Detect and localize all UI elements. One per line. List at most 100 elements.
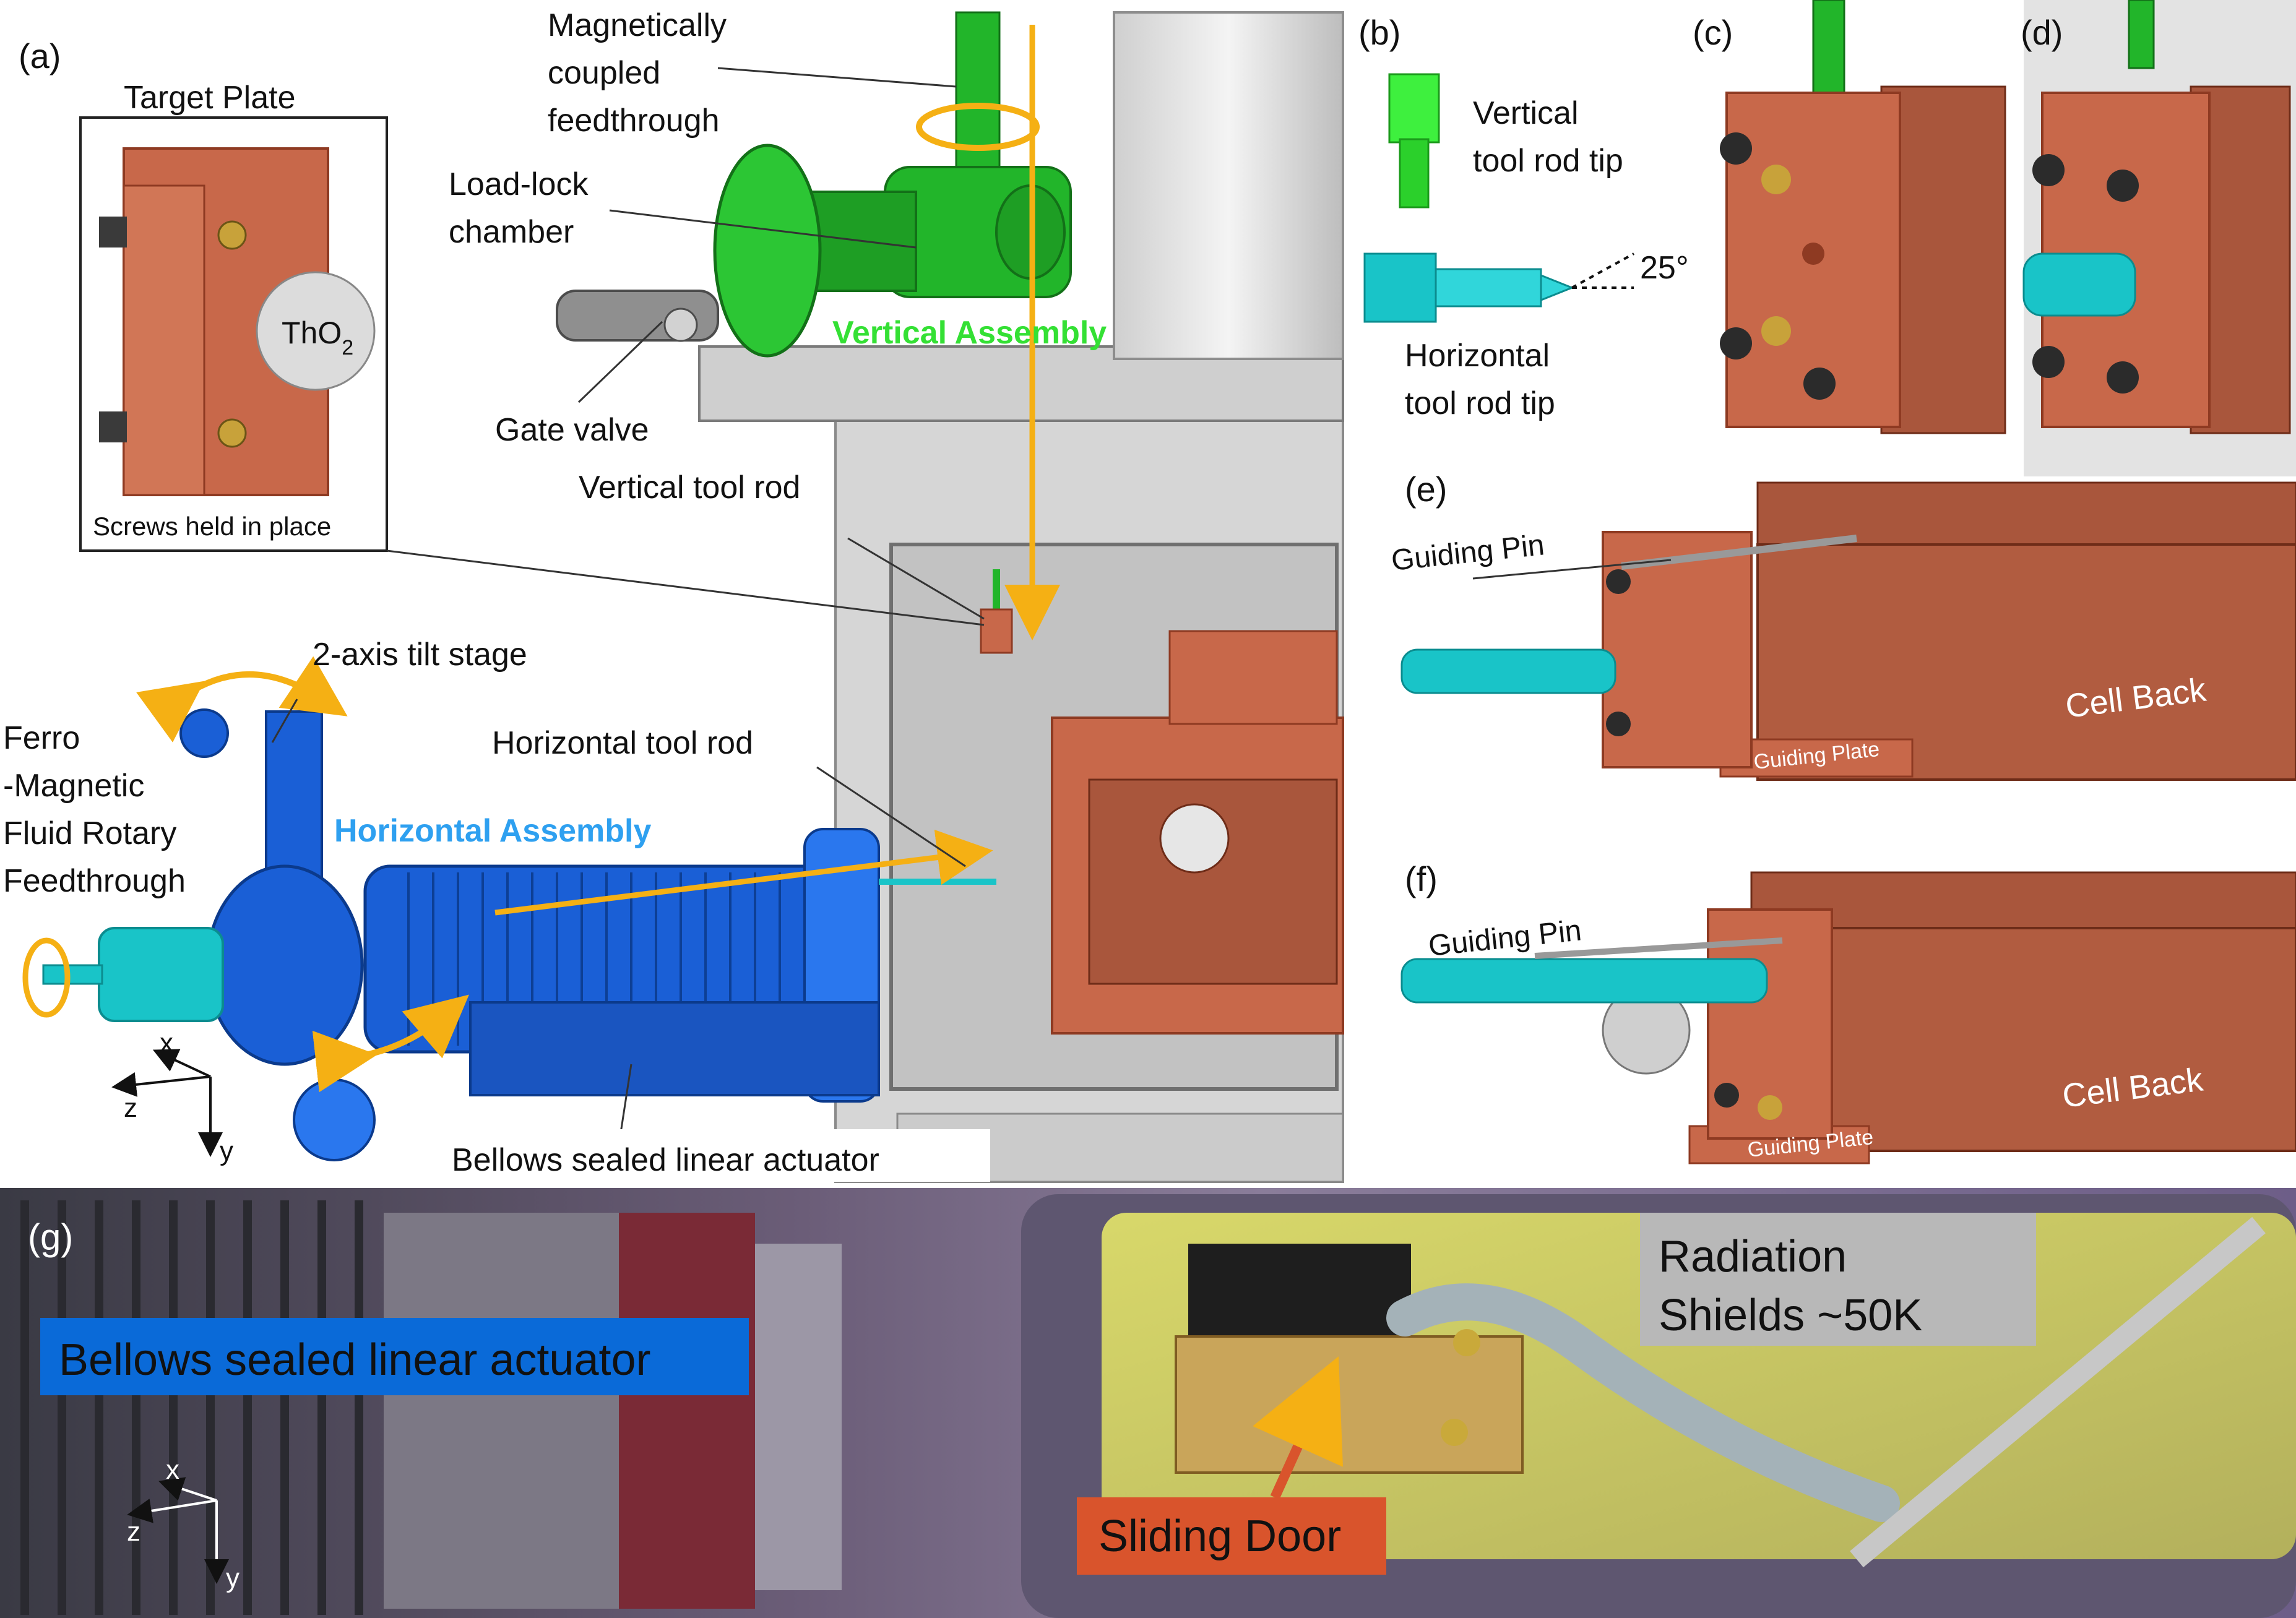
panel-label-f: (f) [1405, 859, 1438, 898]
label-radiation-1: Radiation [1659, 1232, 1847, 1281]
bolt-c-2 [1761, 165, 1791, 194]
lower-knob [293, 1078, 376, 1161]
bolt-c-3 [1720, 327, 1752, 359]
label-magnetic-3: feedthrough [548, 103, 720, 139]
label-vertical-assembly: Vertical Assembly [832, 315, 1107, 351]
bolt-f-1 [1714, 1083, 1739, 1108]
bolt-e-1 [1606, 569, 1631, 594]
bolt-d-2 [2107, 170, 2139, 202]
bolt-f-2 [1758, 1095, 1782, 1120]
panel-b: (b) Vertical tool rod tip 25° Horizontal… [1358, 13, 1689, 421]
label-bellows-a: Bellows sealed linear actuator [452, 1142, 879, 1178]
photo-red-flange [619, 1213, 755, 1609]
photo-sliding-door-label-bg [1077, 1497, 1386, 1575]
guiding-pin-f [1534, 937, 1783, 959]
panel-e: (e) Guiding Pin Cell Back Guiding Plate [1390, 470, 2296, 781]
plate-c-back [1880, 85, 2006, 434]
vertical-tip-head [1388, 73, 1440, 144]
bolt-top-left [99, 217, 127, 247]
label-sliding-door: Sliding Door [1098, 1512, 1341, 1561]
sliding-door-arrow [1253, 1356, 1343, 1500]
panel-g-photo: Bellows sealed linear actuator Radiation… [0, 1188, 2296, 1618]
bolt-d-4 [2107, 361, 2139, 394]
bolt-c-4 [1761, 316, 1791, 346]
panel-label-c: (c) [1693, 13, 1733, 52]
bolt-c-5 [1803, 368, 1836, 400]
leader-lines-a [271, 67, 985, 1145]
label-tilt-stage: 2-axis tilt stage [313, 637, 527, 673]
label-ferro-3: Fluid Rotary [3, 815, 176, 851]
angle-line-1 [1571, 252, 1634, 289]
tool-rod-green-d [2128, 0, 2155, 69]
label-ferro-4: Feedthrough [3, 863, 186, 899]
tilt-arrow-top [136, 656, 348, 742]
photo-bellows-ridges [20, 1200, 363, 1615]
label-ferro-2: -Magnetic [3, 768, 144, 804]
label-vertical-tool-rod: Vertical tool rod [579, 470, 800, 506]
axis-x-g: x [166, 1455, 179, 1485]
photo-diagonal-rod [1850, 1216, 2266, 1568]
panel-label-a: (a) [19, 37, 61, 75]
bolt-bottom-left [99, 411, 127, 442]
screw-bottom-icon [217, 418, 247, 448]
panel-label-e: (e) [1405, 470, 1447, 509]
label-radiation-2: Shields ~50K [1659, 1291, 1922, 1340]
tool-rod-f [1400, 958, 1768, 1004]
photo-copper-door [1175, 1335, 1524, 1474]
bolt-d-3 [2032, 346, 2065, 378]
axis-y-g: y [226, 1563, 240, 1593]
panel-c: (c) [1693, 0, 2006, 434]
axis-z-g: z [127, 1517, 140, 1547]
horizontal-tip-body [1363, 252, 1437, 323]
panel-label-b: (b) [1358, 13, 1400, 52]
tilt-arrow-side [312, 994, 469, 1093]
rotation-arrow-feedthrough [22, 937, 71, 1018]
horizontal-motion-arrow [494, 829, 993, 916]
label-vertical-tip-2: tool rod tip [1473, 143, 1623, 179]
label-angle: 25° [1640, 250, 1689, 286]
label-bellows-g: Bellows sealed linear actuator [59, 1335, 651, 1385]
guiding-pin-leader-e [1472, 559, 1672, 580]
target-plate-front [123, 184, 205, 496]
photo-bolt-1 [1453, 1329, 1480, 1356]
tho2-label: ThO2 [282, 316, 353, 359]
photo-bolt-2 [1441, 1419, 1468, 1446]
photo-flange-ring [755, 1244, 842, 1590]
panel-a: (a) Target Plate ThO2 Screws held in pla… [3, 7, 1344, 1183]
label-ferro-1: Ferro [3, 720, 80, 756]
horizontal-tip-thread [1435, 268, 1542, 308]
panel-label-g: (g) [28, 1216, 73, 1258]
copper-top-stack [1168, 630, 1338, 725]
bolt-e-2 [1606, 712, 1631, 736]
tool-rod-e [1400, 648, 1616, 694]
main-flange [205, 864, 364, 1066]
axis-x-a: x [160, 1028, 173, 1058]
label-magnetic-2: coupled [548, 55, 660, 91]
horizontal-tip-end [1540, 273, 1575, 302]
panel-label-d: (d) [2021, 13, 2063, 52]
feedthrough-shaft [42, 964, 103, 985]
label-horizontal-tip-1: Horizontal [1405, 338, 1550, 374]
screw-top-icon [217, 220, 247, 250]
tool-rod-cyan-d [2022, 252, 2136, 317]
loadlock-flange [713, 144, 822, 358]
bellows-label-bg [430, 1129, 990, 1182]
tho2-sample-disc [256, 271, 376, 391]
hole-c [1802, 243, 1824, 265]
grey-cylinder [1113, 11, 1344, 360]
vertical-tip-thread [1399, 138, 1430, 209]
photo-braided-strap [1386, 1283, 1900, 1522]
label-gate-valve: Gate valve [495, 412, 649, 448]
ferromagnetic-feedthrough [98, 927, 224, 1022]
screws-note: Screws held in place [93, 512, 331, 541]
bolt-c-1 [1720, 132, 1752, 165]
label-loadlock-1: Load-lock [449, 166, 589, 202]
tool-rod-green-c [1812, 0, 1845, 94]
photo-dark-cavity [1188, 1244, 1411, 1343]
label-loadlock-2: chamber [449, 214, 574, 250]
label-horizontal-assembly: Horizontal Assembly [334, 813, 651, 849]
axis-triad-a [111, 1049, 223, 1157]
axis-triad-g [127, 1477, 229, 1584]
rotation-arrow-top [916, 103, 1040, 151]
